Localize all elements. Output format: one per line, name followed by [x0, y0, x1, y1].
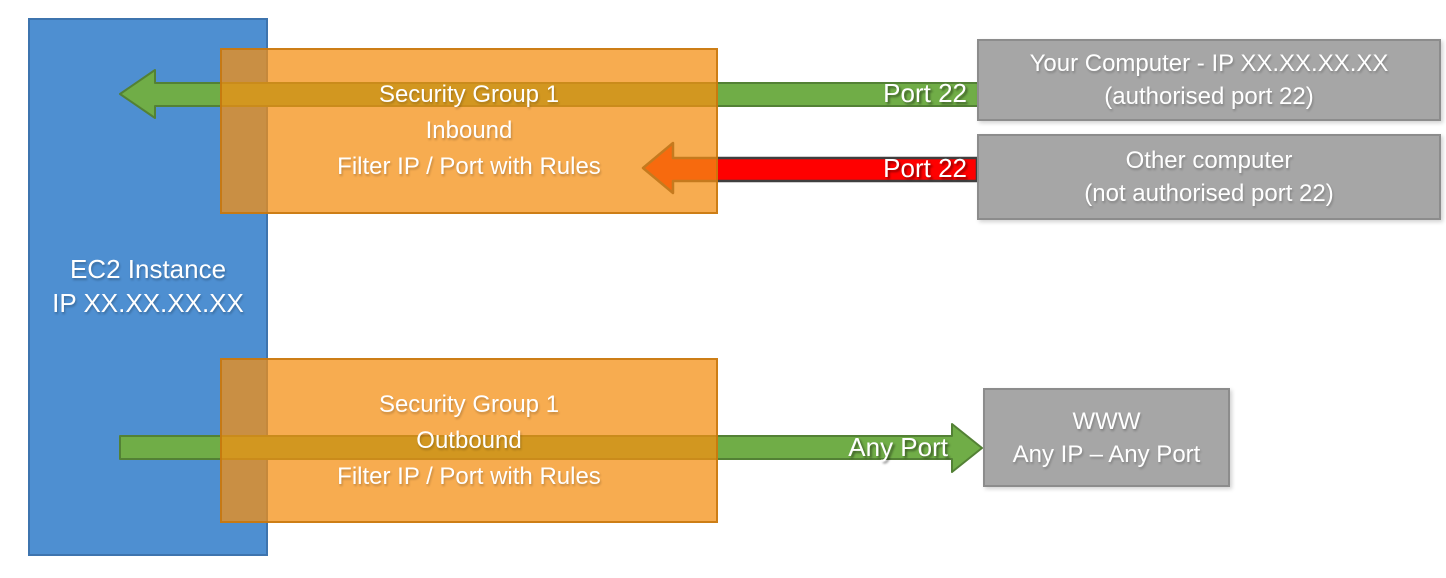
sg-outbound-description: Filter IP / Port with Rules: [337, 462, 601, 490]
sg-inbound-description: Filter IP / Port with Rules: [337, 153, 601, 180]
ec2-instance-name: EC2 Instance: [69, 254, 227, 284]
ec2-instance-ip: IP XX.XX.XX.XX: [52, 288, 244, 318]
security-group-inbound-box: Security Group 1 Inbound Filter IP / Por…: [220, 48, 718, 214]
inbound-blocked-port-label: Port 22: [883, 153, 967, 183]
your-computer-title: Your Computer - IP XX.XX.XX.XX: [1029, 50, 1389, 77]
other-computer-box: Other computer (not authorised port 22): [977, 134, 1441, 220]
www-box: WWW Any IP – Any Port: [983, 388, 1230, 487]
www-title: WWW: [1072, 407, 1141, 435]
other-computer-subtitle: (not authorised port 22): [1084, 180, 1334, 207]
sg-inbound-direction: Inbound: [425, 117, 513, 144]
other-computer-title: Other computer: [1125, 147, 1293, 174]
sg-outbound-direction: Outbound: [416, 426, 522, 454]
outbound-port-label: Any Port: [848, 432, 948, 462]
inbound-allowed-port-label: Port 22: [883, 78, 967, 108]
sg-inbound-title: Security Group 1: [378, 81, 560, 108]
www-subtitle: Any IP – Any Port: [1012, 440, 1201, 468]
security-group-outbound-box: Security Group 1 Outbound Filter IP / Po…: [220, 358, 718, 523]
ec2-instance-label: EC2 Instance IP XX.XX.XX.XX: [28, 252, 268, 320]
your-computer-subtitle: (authorised port 22): [1104, 83, 1314, 110]
sg-outbound-title: Security Group 1: [378, 390, 560, 418]
your-computer-box: Your Computer - IP XX.XX.XX.XX (authoris…: [977, 39, 1441, 121]
